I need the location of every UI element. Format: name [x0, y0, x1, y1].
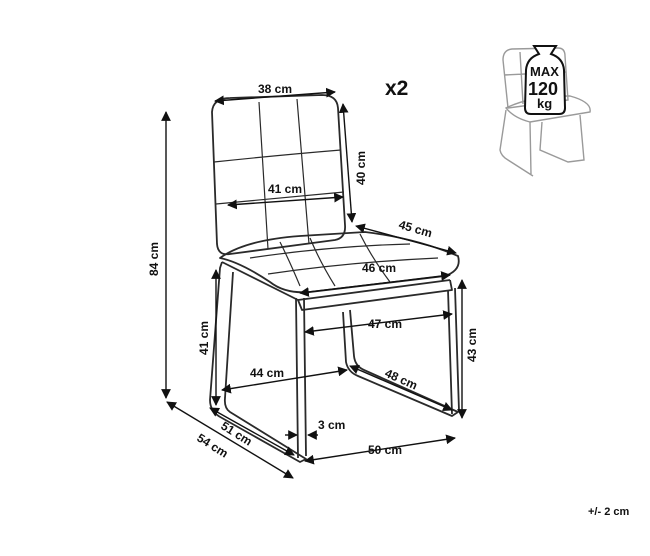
label-seat-depth: 45 cm — [397, 217, 434, 240]
dimension-lines — [161, 87, 467, 479]
label-backrest-top-width: 38 cm — [258, 82, 292, 96]
rear-leg-right — [447, 287, 460, 415]
tolerance-note: +/- 2 cm — [588, 506, 629, 518]
weight-icon — [523, 45, 567, 115]
backrest — [211, 94, 346, 256]
label-backrest-height: 40 cm — [354, 151, 368, 185]
max-load-line2: 120 — [528, 79, 558, 99]
label-tube-width: 3 cm — [318, 418, 345, 432]
quantity-label: x2 — [385, 77, 408, 100]
max-load-line1: MAX — [530, 64, 559, 79]
max-load-thumbnail: MAX 120 kg — [499, 45, 591, 177]
label-seat-height-right: 43 cm — [465, 328, 479, 362]
max-load-line3: kg — [537, 96, 552, 111]
label-seat-width-lower: 47 cm — [368, 317, 402, 331]
label-seat-height-left: 41 cm — [197, 321, 211, 355]
label-total-height: 84 cm — [147, 242, 161, 276]
label-base-width: 44 cm — [250, 366, 284, 380]
label-backrest-width: 41 cm — [268, 182, 302, 196]
label-total-depth: 54 cm — [194, 431, 230, 461]
seat-frame — [221, 261, 453, 311]
seat-stitching — [249, 233, 439, 287]
label-seat-front-width: 46 cm — [362, 261, 396, 275]
seat-cushion — [219, 231, 460, 294]
backrest-stitching — [213, 98, 345, 250]
label-total-width: 50 cm — [368, 443, 402, 457]
dimension-labels: 38 cm 40 cm 41 cm 45 cm 46 cm 47 cm 41 c… — [147, 82, 479, 461]
